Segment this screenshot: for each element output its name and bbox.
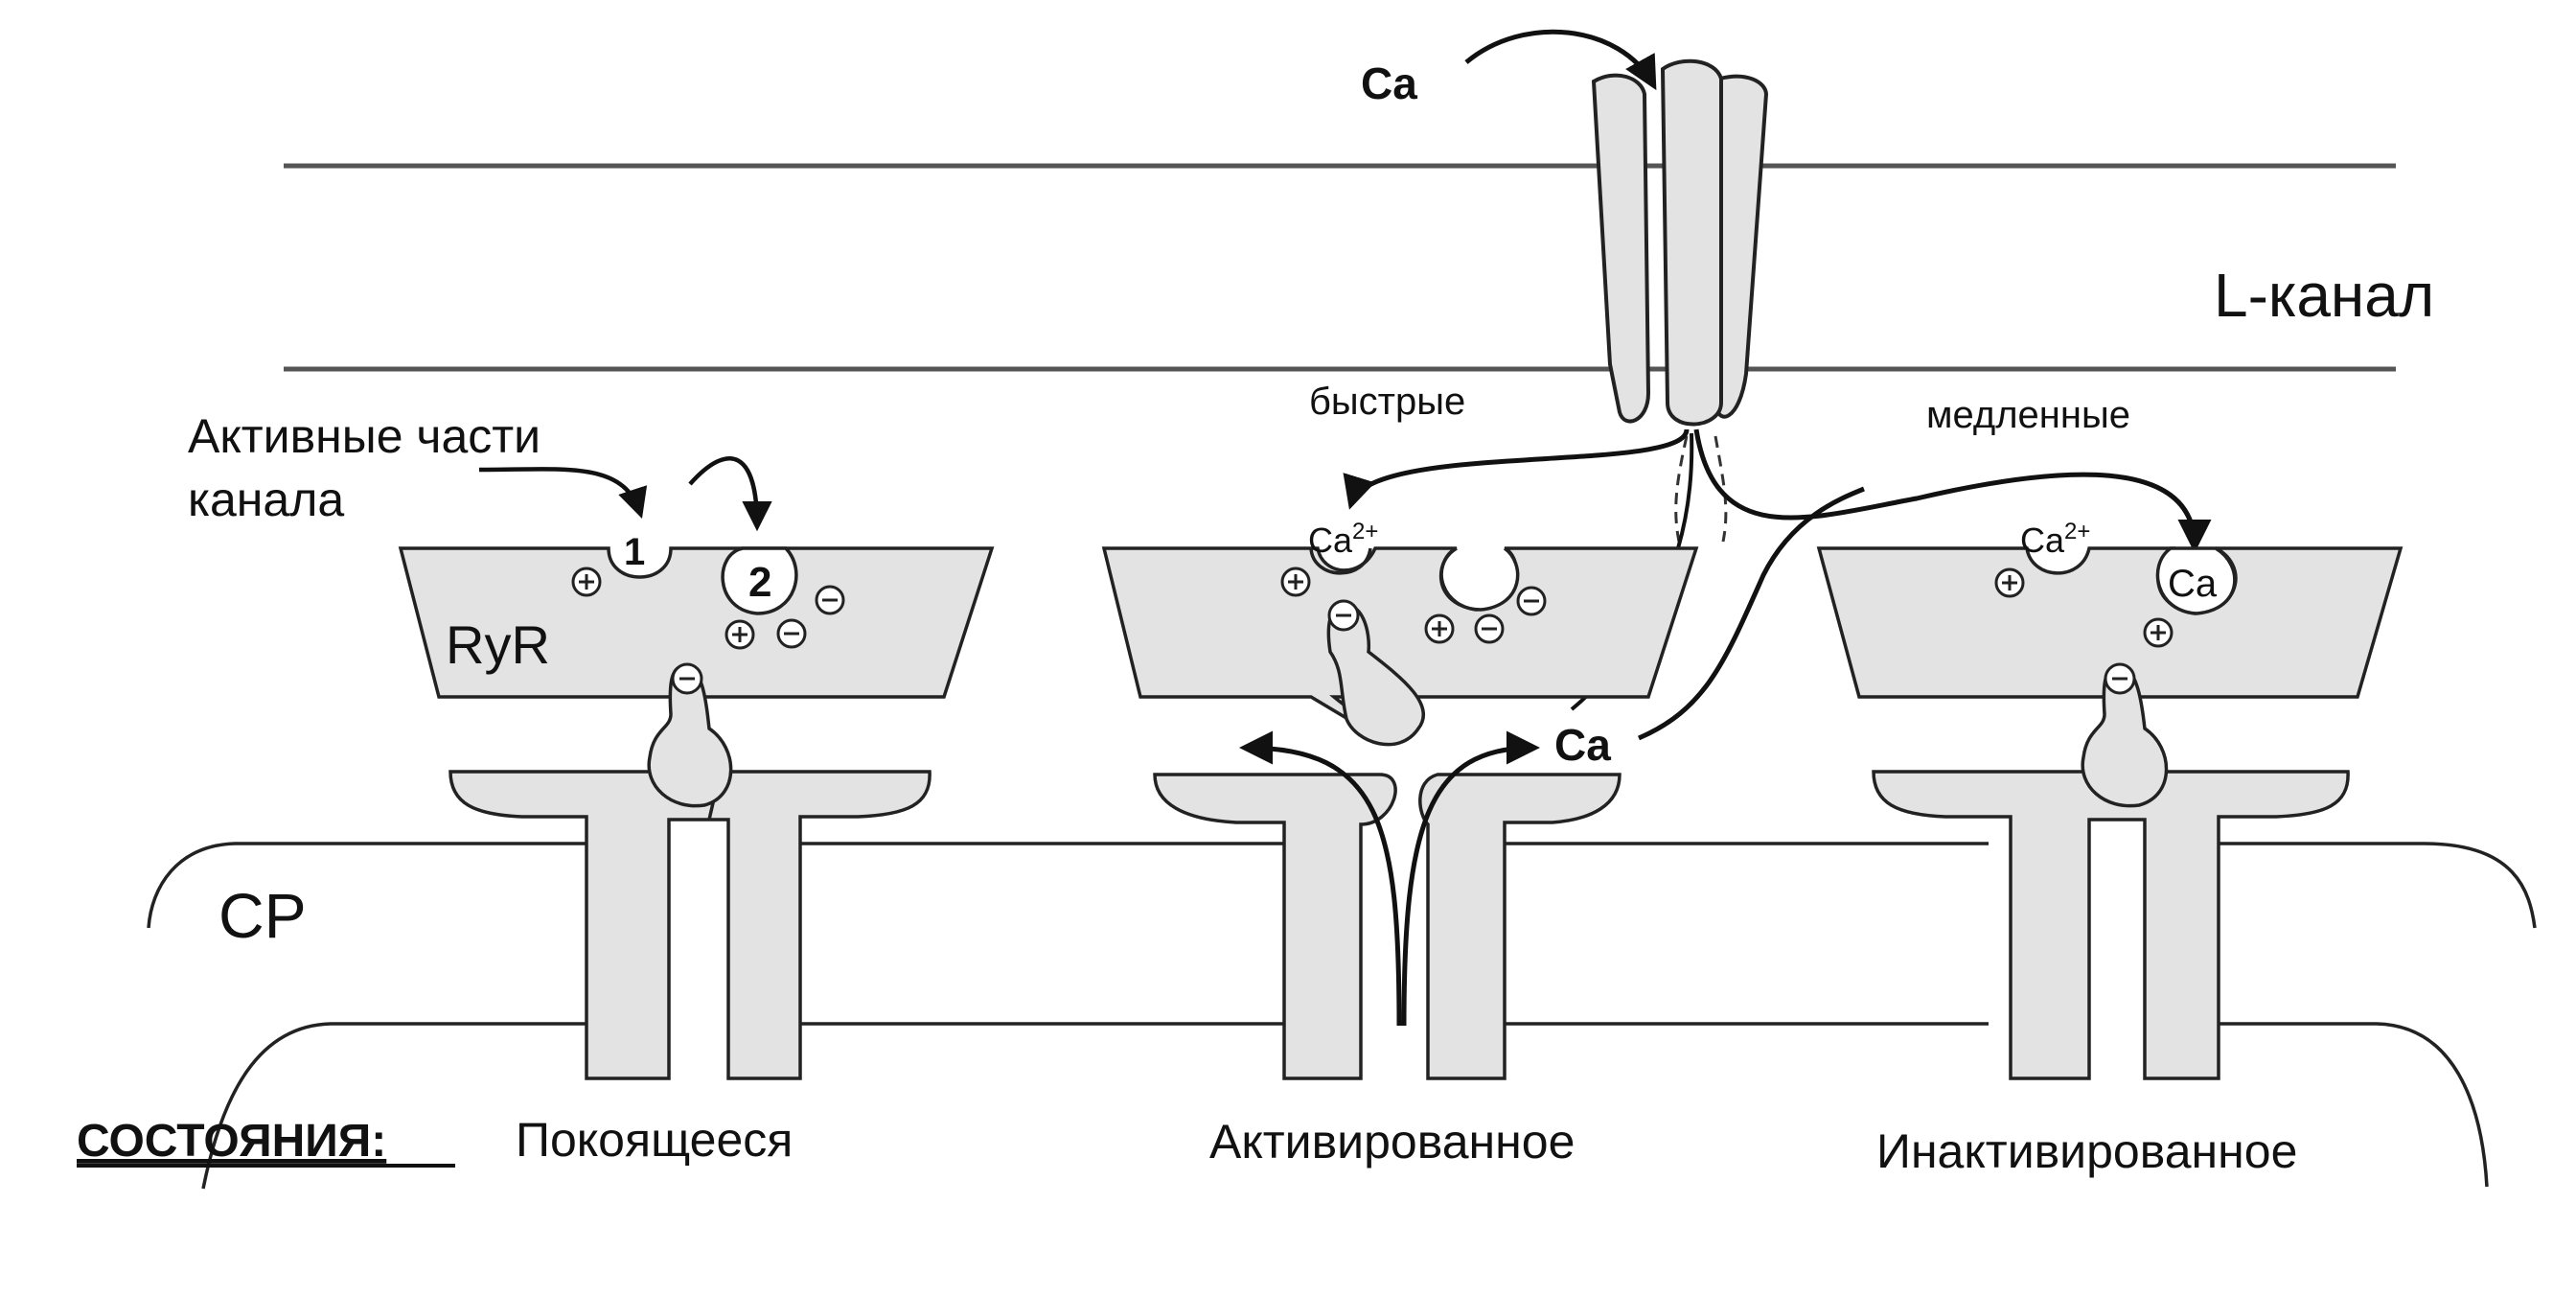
state-inactivated-label: Инактивированное [1876, 1124, 2297, 1178]
ryr-inactivated: Ca2+ Ca [1816, 519, 2404, 1080]
ryr-activated-foot [1153, 773, 1397, 1080]
state-resting-label: Покоящееся [516, 1113, 793, 1167]
fast-label: быстрые [1309, 381, 1465, 423]
ca-bound-label: Ca [2168, 563, 2218, 605]
l-channel-dashed-tail [1674, 435, 1728, 543]
ryr-resting-site2-pocket [721, 546, 798, 615]
site-1-label: 1 [624, 531, 645, 573]
ryr-inactivated-site2-pocket [2155, 546, 2237, 615]
l-channel-label: L-канал [2214, 261, 2434, 330]
active-parts-arrow-2 [688, 456, 772, 532]
active-parts-label-line2: канала [188, 473, 344, 526]
state-activated-label: Активированное [1209, 1115, 1575, 1169]
minus-charge-icon [671, 662, 703, 695]
release-stream-left [1239, 730, 1402, 1027]
ryr-resting: 1 2 RyR [398, 531, 995, 1080]
states-heading: СОСТОЯНИЯ: [77, 1116, 386, 1167]
ryr-resting-foot [448, 770, 932, 1080]
ryr-resting-plug [647, 664, 733, 808]
slow-label: медленные [1926, 394, 2130, 436]
ryr-activated-plug-swung [1326, 603, 1426, 747]
ca-entry-label: Ca [1361, 58, 1417, 108]
l-type-channel [1591, 58, 1769, 543]
sr-membrane-inner [201, 1022, 2489, 1190]
ryr-inactivated-foot [1872, 770, 2350, 1080]
ca-release-label: Ca [1554, 720, 1611, 770]
active-parts-arrow-1 [478, 467, 648, 519]
ryr-inactivated-plug [2081, 664, 2169, 808]
minus-charge-icon [1474, 613, 1505, 644]
ryr-activated: Ca2+ Ca [1101, 519, 1699, 1080]
minus-charge-icon [776, 618, 807, 649]
sr-membrane-outer [147, 842, 2537, 929]
plus-charge-icon [724, 619, 755, 650]
ryr-resting-body [398, 546, 995, 699]
ryr-activated-site1-bump [1309, 547, 1372, 575]
minus-charge-icon [815, 585, 845, 615]
slow-ca-path [1693, 428, 2212, 553]
minus-charge-icon [1327, 599, 1360, 632]
release-ca-path [1638, 486, 1865, 741]
ryr-activated-foot-right [1418, 773, 1622, 1080]
plus-charge-icon [1994, 567, 2025, 598]
l-channel-subunit-center [1660, 58, 1723, 427]
ca-entry-arrow [1464, 29, 1657, 91]
ca2plus-label: Ca2+ [2020, 519, 2090, 560]
site-2-label: 2 [748, 559, 771, 606]
minus-charge-icon [2104, 662, 2136, 695]
sr-label: СР [218, 880, 307, 951]
fast-ca-path [1343, 428, 1690, 510]
ryr-label: RyR [446, 614, 550, 675]
ryr-activated-site2-pocket [1439, 546, 1520, 612]
plus-charge-icon [571, 567, 602, 597]
release-stream-right [1401, 730, 1540, 1027]
active-parts-label-line1: Активные части [188, 409, 540, 463]
l-channel-subunit-left [1591, 73, 1651, 424]
minus-charge-icon [1516, 586, 1547, 616]
ca2plus-label: Ca2+ [1308, 519, 1378, 560]
plus-charge-icon [1424, 613, 1455, 644]
plus-charge-icon [2143, 617, 2174, 648]
plus-charge-icon [1280, 567, 1311, 597]
